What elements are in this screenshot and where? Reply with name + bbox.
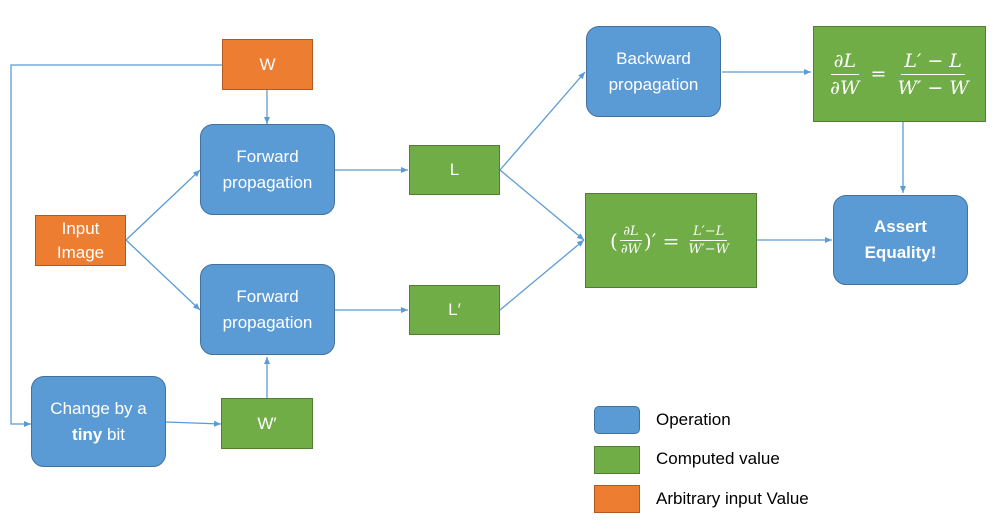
analytic-gradient-formula: ∂L ∂W = L′ − L W′ − W [813, 26, 986, 122]
analytic-lhs-numerator: ∂L [830, 48, 860, 75]
w-prime-node: W′ [221, 398, 313, 449]
edge-change-to-wprime [165, 420, 222, 427]
change-label-line2: tiny bit [72, 422, 125, 448]
analytic-lhs-denominator: ∂W [830, 76, 860, 99]
numeric-rhs-numerator: L′−L [690, 223, 728, 241]
analytic-formula: ∂L ∂W = L′ − L W′ − W [827, 48, 972, 101]
legend-label-input: Arbitrary input Value [656, 489, 809, 508]
backward-propagation-node: Backward propagation [586, 26, 721, 117]
forward-top-label-line2: propagation [222, 172, 313, 192]
input-image-node: Input Image [35, 215, 126, 266]
numeric-gradient-formula: ( ∂L ∂W )′ = L′−L W′−W [585, 193, 757, 288]
legend-label-operation: Operation [656, 410, 731, 429]
l-node: L [409, 145, 500, 195]
change-label-rest: bit [102, 424, 125, 444]
change-label-bold: tiny [72, 424, 103, 444]
assert-label-line2: Equality! [864, 243, 937, 262]
l-prime-node: L′ [409, 285, 500, 335]
numeric-rhs-denominator: W′−W [688, 242, 729, 257]
numeric-close-equals: )′ = [643, 228, 680, 253]
edge-input-to-forward-bottom [125, 239, 201, 311]
legend-label-computed: Computed value [656, 449, 780, 468]
l-label: L [449, 160, 460, 179]
numeric-rhs-fraction: L′−L W′−W [685, 223, 732, 258]
edge-l-to-numeric [499, 169, 585, 241]
analytic-equals: = [870, 63, 887, 85]
analytic-lhs-fraction: ∂L ∂W [827, 48, 862, 101]
numeric-lhs-numerator: ∂L [620, 223, 642, 241]
forward-propagation-bottom: Forward propagation [200, 264, 335, 355]
forward-top-label-line1: Forward [236, 146, 299, 166]
w-prime-label: W′ [257, 413, 277, 433]
forward-bottom-label-line2: propagation [222, 312, 313, 332]
edge-w-to-change [10, 64, 222, 427]
assert-equality-node: Assert Equality! [833, 195, 968, 285]
forward-propagation-top: Forward propagation [200, 124, 335, 215]
numeric-formula: ( ∂L ∂W )′ = L′−L W′−W [610, 223, 732, 258]
backward-label-line2: propagation [608, 74, 699, 94]
legend-swatch-input [594, 485, 640, 513]
w-label: W [259, 54, 276, 74]
edge-l-to-backward [499, 71, 586, 171]
numeric-lhs-denominator: ∂W [620, 242, 641, 257]
numeric-open-paren: ( [610, 228, 618, 253]
analytic-rhs-numerator: L′ − L [901, 48, 965, 75]
w-node: W [222, 39, 313, 90]
analytic-rhs-denominator: W′ − W [897, 76, 969, 99]
legend-swatch-operation [594, 406, 640, 434]
input-image-label-line1: Input [61, 218, 100, 238]
edge-input-to-forward-top [125, 169, 201, 241]
change-label-line1: Change by a [50, 398, 147, 418]
numeric-lhs-fraction: ∂L ∂W [618, 223, 644, 258]
assert-label-line1: Assert [874, 217, 927, 236]
input-image-label-line2: Image [56, 242, 105, 262]
forward-bottom-label-line1: Forward [236, 286, 299, 306]
analytic-rhs-fraction: L′ − L W′ − W [894, 48, 971, 101]
backward-label-line1: Backward [616, 48, 691, 68]
change-by-tiny-bit-node: Change by a tiny bit [31, 376, 166, 467]
l-prime-label: L′ [448, 300, 461, 319]
legend-swatch-computed [594, 446, 640, 474]
edge-lprime-to-numeric [499, 239, 585, 311]
